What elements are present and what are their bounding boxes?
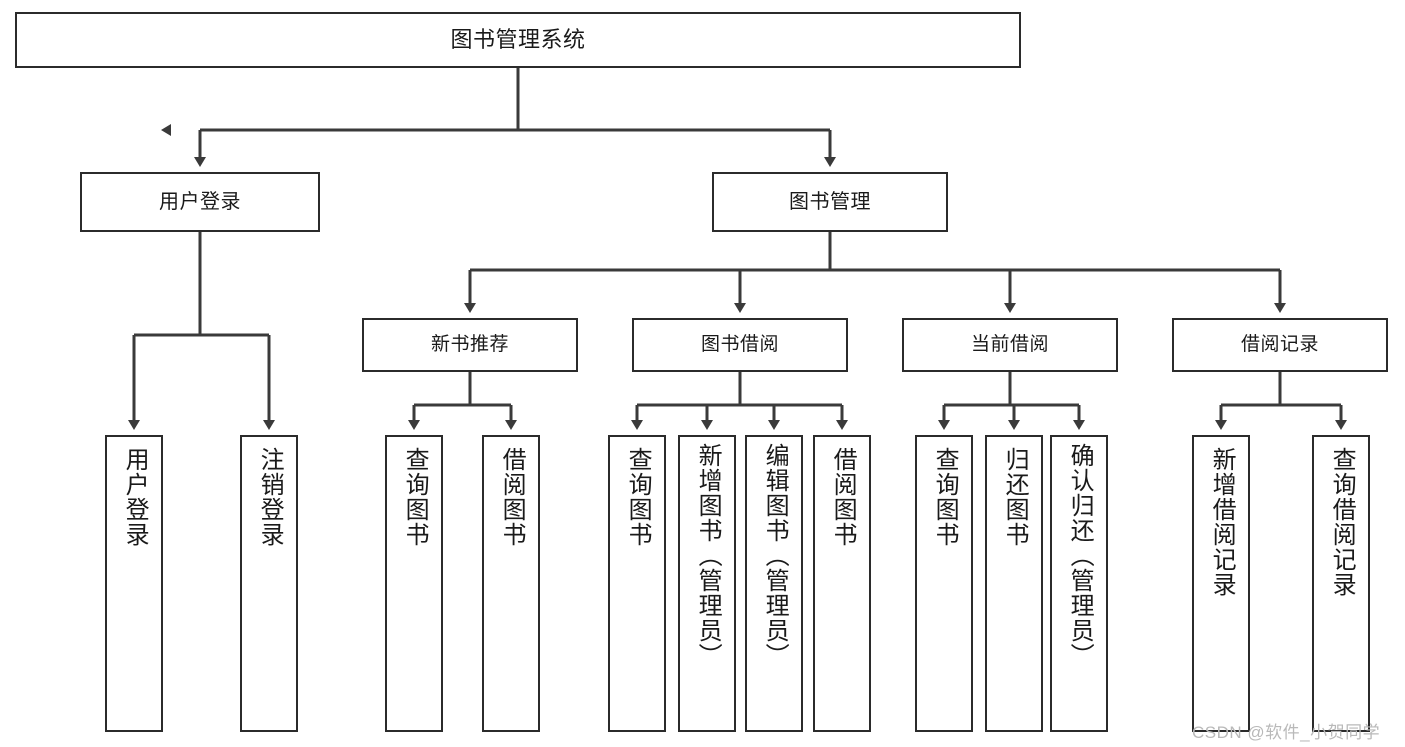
node-leaf-user-logout-label: 注销登录 bbox=[256, 447, 284, 547]
node-leaf-query-book-2[interactable]: 查询图书 bbox=[608, 435, 666, 732]
node-leaf-return-book[interactable]: 归还图书 bbox=[985, 435, 1043, 732]
node-leaf-confirm-return-label: 确认归还（管理员） bbox=[1066, 443, 1094, 668]
node-book-management[interactable]: 图书管理 bbox=[712, 172, 948, 232]
node-root[interactable]: 图书管理系统 bbox=[15, 12, 1021, 68]
node-leaf-query-book-3[interactable]: 查询图书 bbox=[915, 435, 973, 732]
node-leaf-query-book-2-label: 查询图书 bbox=[624, 447, 652, 547]
node-book-borrow[interactable]: 图书借阅 bbox=[632, 318, 848, 372]
node-leaf-query-record[interactable]: 查询借阅记录 bbox=[1312, 435, 1370, 732]
node-leaf-query-book-1[interactable]: 查询图书 bbox=[385, 435, 443, 732]
node-leaf-add-book-label: 新增图书（管理员） bbox=[694, 443, 722, 668]
node-leaf-borrow-book-1-label: 借阅图书 bbox=[498, 447, 526, 547]
node-leaf-query-record-label: 查询借阅记录 bbox=[1328, 447, 1356, 597]
node-leaf-query-book-1-label: 查询图书 bbox=[401, 447, 429, 547]
node-leaf-borrow-book-1[interactable]: 借阅图书 bbox=[482, 435, 540, 732]
node-book-management-label: 图书管理 bbox=[789, 190, 871, 213]
node-borrow-record-label: 借阅记录 bbox=[1240, 334, 1319, 356]
node-new-book-recommend[interactable]: 新书推荐 bbox=[362, 318, 578, 372]
node-leaf-edit-book-label: 编辑图书（管理员） bbox=[761, 443, 789, 668]
node-user-login[interactable]: 用户登录 bbox=[80, 172, 320, 232]
node-leaf-add-record-label: 新增借阅记录 bbox=[1208, 447, 1236, 597]
node-leaf-borrow-book-2-label: 借阅图书 bbox=[829, 447, 857, 547]
node-leaf-confirm-return[interactable]: 确认归还（管理员） bbox=[1050, 435, 1108, 732]
node-leaf-user-login-label: 用户登录 bbox=[121, 447, 149, 547]
node-root-label: 图书管理系统 bbox=[450, 27, 586, 53]
node-user-login-label: 用户登录 bbox=[159, 190, 241, 213]
node-leaf-return-book-label: 归还图书 bbox=[1001, 447, 1029, 547]
node-leaf-query-book-3-label: 查询图书 bbox=[931, 447, 959, 547]
node-leaf-add-book[interactable]: 新增图书（管理员） bbox=[678, 435, 736, 732]
node-current-borrow[interactable]: 当前借阅 bbox=[902, 318, 1118, 372]
node-leaf-user-logout[interactable]: 注销登录 bbox=[240, 435, 298, 732]
node-borrow-record[interactable]: 借阅记录 bbox=[1172, 318, 1388, 372]
node-leaf-edit-book[interactable]: 编辑图书（管理员） bbox=[745, 435, 803, 732]
node-leaf-add-record[interactable]: 新增借阅记录 bbox=[1192, 435, 1250, 732]
node-new-book-recommend-label: 新书推荐 bbox=[430, 334, 509, 356]
node-book-borrow-label: 图书借阅 bbox=[700, 334, 779, 356]
watermark-text: CSDN @软件_小贺同学 bbox=[1192, 723, 1381, 742]
node-current-borrow-label: 当前借阅 bbox=[970, 334, 1049, 356]
node-leaf-borrow-book-2[interactable]: 借阅图书 bbox=[813, 435, 871, 732]
node-leaf-user-login[interactable]: 用户登录 bbox=[105, 435, 163, 732]
